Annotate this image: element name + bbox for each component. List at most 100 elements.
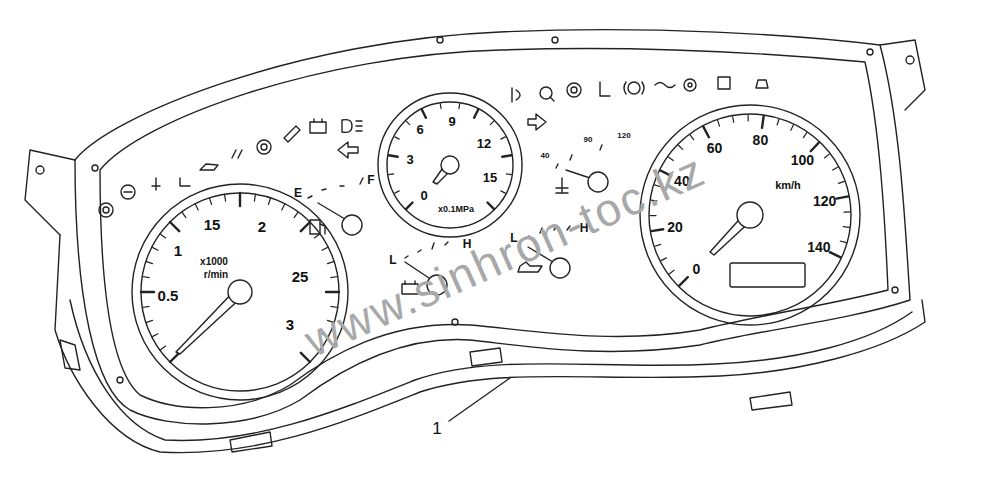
dial-tick: [661, 258, 666, 261]
left-flange: [25, 150, 75, 235]
dial-tick: [160, 234, 166, 238]
dial-tick: [301, 222, 310, 231]
dial-circle: [649, 114, 851, 316]
dial-tick: [254, 194, 255, 201]
scale-mark: E: [294, 187, 302, 199]
dial-circle: [387, 102, 513, 228]
dial-tick: [458, 104, 460, 109]
dial-tick: [195, 204, 198, 210]
dial-number: km/h: [775, 180, 801, 191]
dial-tick: [678, 145, 682, 149]
dial-tick: [406, 121, 410, 125]
dial-number: 9: [448, 115, 455, 128]
tachometer-dial: 0.51152253x1000r/min: [140, 192, 340, 392]
dial-tick: [152, 334, 158, 337]
dial-tick: [331, 277, 338, 278]
dial-tick: [142, 306, 149, 307]
dial-tick: [501, 137, 505, 139]
dial-tick: [655, 244, 661, 246]
dial-tick: [142, 277, 149, 278]
dial-tick: [170, 222, 179, 231]
dial-tick: [225, 194, 226, 201]
dial-tick: [389, 155, 398, 156]
dial-tick: [718, 120, 720, 126]
dial-tick: [146, 320, 153, 322]
dial-tick: [209, 198, 211, 205]
dial-tick: [830, 252, 841, 257]
front-bezel: [75, 30, 910, 424]
dial-tick: [791, 125, 794, 130]
dial-tick: [837, 196, 849, 198]
dial-tick: [239, 193, 241, 206]
bezel-screws: [92, 37, 898, 383]
dial-tick: [440, 104, 442, 109]
dial-tick: [141, 291, 154, 293]
dial-number: 20: [667, 220, 683, 234]
dial-tick: [690, 135, 694, 140]
tachometer-ring: [132, 184, 348, 400]
scale-mark: F: [367, 174, 374, 186]
dial-tick: [182, 212, 186, 218]
dial-tick: [839, 181, 845, 183]
speedometer-dial: 020406080100120140km/h: [648, 113, 852, 317]
scale-mark: L: [389, 254, 396, 266]
dial-number: 0: [692, 262, 700, 276]
dial-tick: [294, 212, 298, 218]
dial-number: 100: [791, 153, 814, 167]
dial-tick: [501, 191, 505, 193]
dial-number: 60: [707, 141, 723, 155]
dial-tick: [406, 203, 412, 209]
dial-number: 15: [483, 171, 497, 184]
dial-number: 0.5: [158, 288, 179, 303]
callout-number: 1: [432, 420, 441, 437]
dial-tick: [152, 247, 158, 250]
dial-number: 25: [292, 269, 309, 284]
dial-number: 1: [174, 243, 182, 258]
clip-tabs: [60, 340, 792, 452]
shroud-edge: [70, 300, 912, 440]
dial-tick: [803, 133, 806, 138]
right-turn-arrow: [528, 114, 546, 130]
dial-number: r/min: [204, 270, 228, 280]
display-face: [100, 49, 888, 408]
dial-tick: [301, 353, 310, 362]
left-turn-arrow: [338, 142, 358, 158]
dial-tick: [762, 116, 764, 128]
dial-tick: [777, 119, 779, 125]
dial-tick: [422, 110, 426, 118]
dial-tick: [328, 261, 335, 263]
dial-number: 80: [753, 133, 769, 147]
dial-tick: [825, 154, 830, 158]
pressure-gauge-ring: [378, 93, 522, 237]
dial-tick: [840, 241, 846, 243]
dial-tick: [160, 346, 166, 350]
fuel-gauge: [308, 178, 363, 235]
temperature-gauge: [556, 145, 608, 193]
dial-number: 3: [406, 153, 413, 166]
dial-tick: [651, 229, 663, 231]
dial-tick: [488, 203, 494, 209]
dial-tick: [146, 261, 153, 263]
dial-tick: [844, 211, 850, 212]
dial-tick: [502, 155, 511, 156]
dial-tick: [490, 121, 494, 125]
dial-tick: [703, 127, 709, 138]
pressure-gauge-dial: 36912150x0.1MPa: [386, 101, 514, 229]
dial-tick: [811, 143, 819, 152]
dial-tick: [679, 277, 688, 286]
scale-mark: 120: [617, 132, 630, 140]
dial-number: 2: [258, 219, 266, 234]
scale-mark: 90: [584, 136, 593, 144]
dial-outline: [648, 113, 852, 317]
mount-hole: [36, 166, 44, 174]
leader-line: [449, 378, 510, 421]
scale-mark: 40: [541, 152, 550, 160]
dial-tick: [506, 173, 511, 175]
dial-number: 120: [813, 194, 836, 208]
dial-tick: [326, 291, 339, 293]
dial-tick: [389, 173, 394, 175]
dial-number: 0: [420, 189, 427, 202]
dial-number: 12: [477, 137, 491, 150]
dial-number: x1000: [200, 257, 228, 267]
